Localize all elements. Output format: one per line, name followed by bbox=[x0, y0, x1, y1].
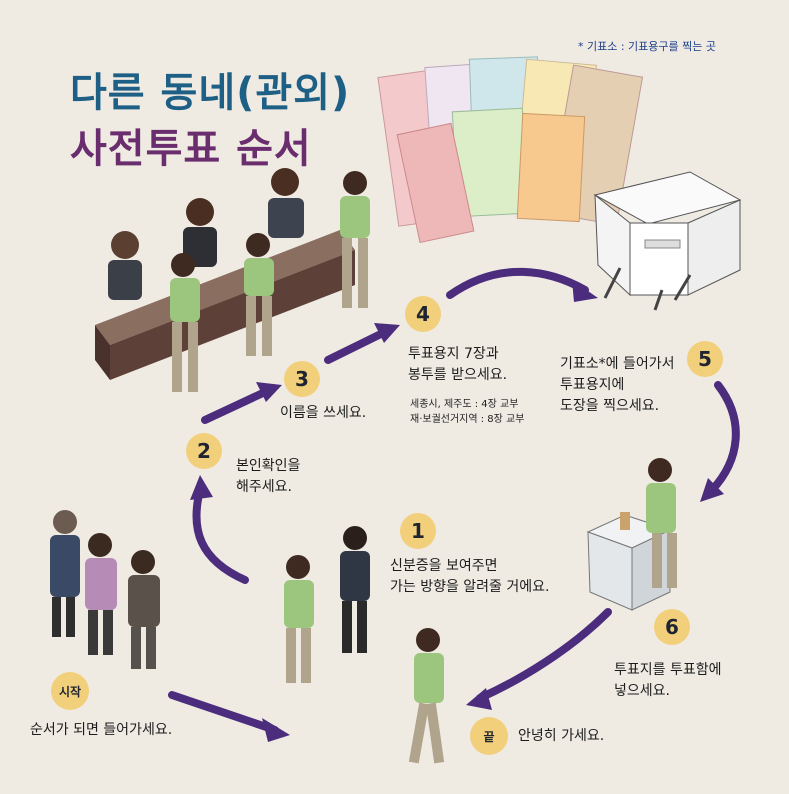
arrow-1-to-2 bbox=[192, 486, 249, 584]
start-badge: 시작 bbox=[51, 672, 89, 710]
booth-legend-note: * 기표소 : 기표용구를 찍는 곳 bbox=[578, 40, 717, 53]
step-2-line-1: 본인확인을 bbox=[236, 458, 301, 474]
arrow-3-to-4-head bbox=[374, 323, 400, 343]
end-text: 안녕히 가세요. bbox=[518, 728, 605, 744]
step-3-badge: 3 bbox=[284, 361, 320, 397]
end-badge: 끝 bbox=[470, 717, 508, 755]
step-3-line-1: 이름을 쓰세요. bbox=[280, 405, 367, 421]
step-4-note-2: 재·보궐선거지역 : 8장 교부 bbox=[410, 414, 525, 425]
step-5-line-2: 투표용지에 bbox=[560, 377, 625, 393]
guide-illustration bbox=[284, 526, 370, 683]
arrow-4-to-5-head bbox=[572, 280, 598, 302]
step-3-text: 이름을 쓰세요. bbox=[280, 403, 366, 424]
arrow-2-to-3-head bbox=[256, 382, 282, 402]
step-5-text: 기표소*에 들어가서 투표용지에 도장을 찍으세요. bbox=[560, 354, 675, 417]
step-4-text: 투표용지 7장과 봉투를 받으세요. bbox=[408, 344, 507, 386]
step-6-badge: 6 bbox=[654, 609, 690, 645]
step-5-badge: 5 bbox=[687, 341, 723, 377]
start-text: 순서가 되면 들어가세요. bbox=[30, 722, 173, 738]
step-5-line-3: 도장을 찍으세요. bbox=[560, 398, 660, 414]
step-1-line-1: 신분증을 보여주면 bbox=[390, 558, 498, 574]
waiting-people-illustration bbox=[50, 510, 160, 669]
title-line-1: 다른 동네(관외) bbox=[70, 70, 351, 116]
arrow-start-to-1-head bbox=[262, 718, 290, 742]
step-2-line-2: 해주세요. bbox=[236, 479, 292, 495]
step-4-note-1: 세종시, 제주도 : 4장 교부 bbox=[410, 399, 519, 410]
exiting-voter-illustration bbox=[408, 628, 445, 764]
registration-table-illustration bbox=[95, 168, 370, 392]
voting-booth-illustration bbox=[593, 171, 742, 311]
ballot-box-illustration bbox=[586, 458, 677, 611]
step-6-line-2: 넣으세요. bbox=[614, 683, 670, 699]
arrow-5-to-6 bbox=[708, 381, 740, 494]
arrow-5-to-6-head bbox=[700, 478, 724, 502]
step-4-line-1: 투표용지 7장과 bbox=[408, 346, 499, 362]
arrow-start-to-1 bbox=[168, 691, 279, 734]
step-1-badge: 1 bbox=[400, 513, 436, 549]
step-4-notes: 세종시, 제주도 : 4장 교부 재·보궐선거지역 : 8장 교부 bbox=[410, 397, 524, 427]
arrow-6-to-end-head bbox=[466, 688, 492, 710]
flow-arrows bbox=[168, 267, 740, 742]
step-1-line-2: 가는 방향을 알려줄 거에요. bbox=[390, 579, 550, 595]
step-6-line-1: 투표지를 투표함에 bbox=[614, 662, 722, 678]
arrow-6-to-end bbox=[476, 608, 612, 702]
step-4-line-2: 봉투를 받으세요. bbox=[408, 367, 508, 383]
step-1-text: 신분증을 보여주면 가는 방향을 알려줄 거에요. bbox=[390, 556, 549, 598]
step-2-text: 본인확인을 해주세요. bbox=[236, 456, 300, 498]
ballot-papers-illustration bbox=[377, 56, 644, 244]
arrow-1-to-2-head bbox=[190, 475, 213, 500]
step-6-text: 투표지를 투표함에 넣으세요. bbox=[614, 660, 722, 702]
step-5-line-1: 기표소*에 들어가서 bbox=[560, 356, 675, 372]
arrow-2-to-3 bbox=[201, 388, 269, 424]
title-line-2: 사전투표 순서 bbox=[70, 126, 312, 172]
step-4-badge: 4 bbox=[405, 296, 441, 332]
arrow-4-to-5 bbox=[446, 267, 589, 299]
arrow-3-to-4 bbox=[324, 328, 389, 364]
step-2-badge: 2 bbox=[186, 433, 222, 469]
